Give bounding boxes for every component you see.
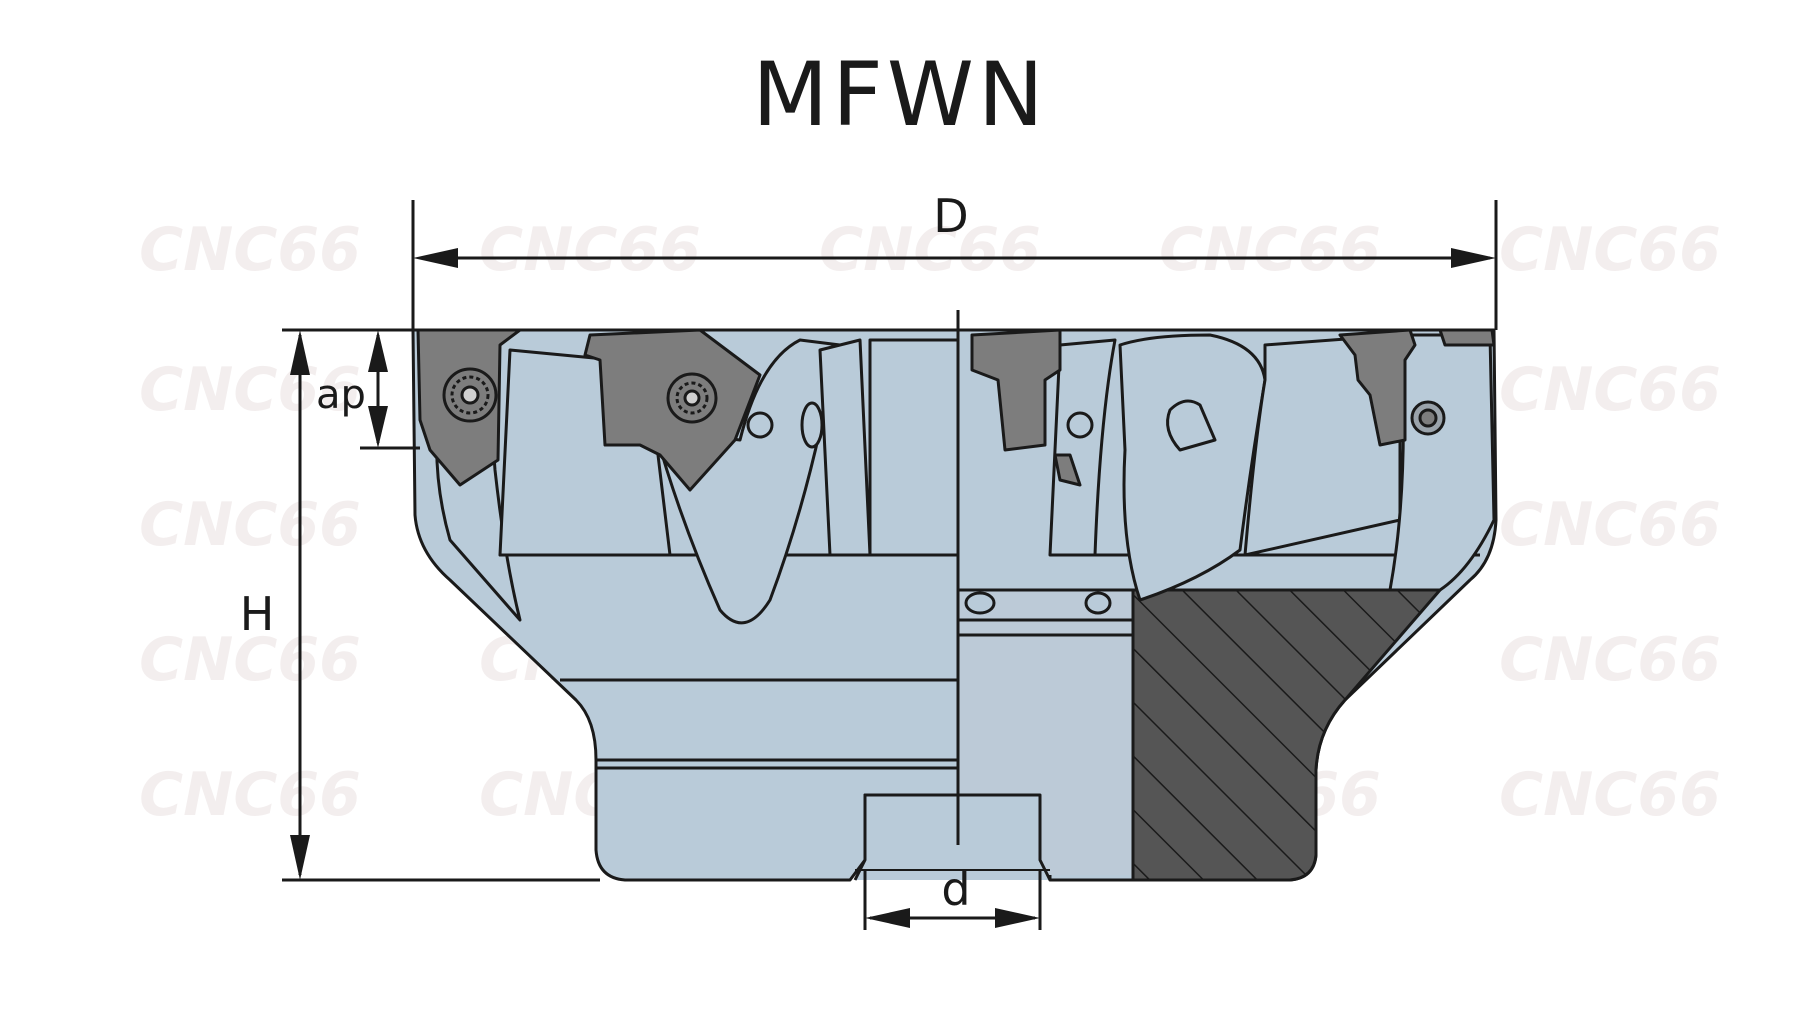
watermark-text: CNC66 xyxy=(479,215,701,285)
dimension-label-d: d xyxy=(941,862,970,916)
dimension-label-D: D xyxy=(933,189,968,243)
dimension-lines xyxy=(282,200,1498,930)
watermark-text: CNC66 xyxy=(139,490,361,560)
watermark-text: CNC66 xyxy=(139,215,361,285)
watermark-text: CNC66 xyxy=(819,215,1041,285)
watermark-text: CNC66 xyxy=(1159,215,1381,285)
watermark-text: CNC66 xyxy=(139,760,361,830)
insert-group xyxy=(416,328,1496,615)
bore xyxy=(853,793,1052,881)
watermark-text: CNC66 xyxy=(1499,625,1721,695)
watermark-text: CNC66 xyxy=(1499,355,1721,425)
dimension-label-ap: ap xyxy=(316,372,366,418)
insert-4 xyxy=(1338,328,1417,447)
watermark-text: CNC66 xyxy=(139,625,361,695)
diagram-title: MFWN xyxy=(752,43,1047,146)
insert-3 xyxy=(970,328,1062,452)
dimension-label-H: H xyxy=(240,587,275,641)
watermark-text: CNC66 xyxy=(1499,490,1721,560)
watermark-text: CNC66 xyxy=(139,355,361,425)
section-hatch xyxy=(1131,588,1442,882)
watermark-text: CNC66 xyxy=(1499,760,1721,830)
watermark-text: CNC66 xyxy=(1499,215,1721,285)
